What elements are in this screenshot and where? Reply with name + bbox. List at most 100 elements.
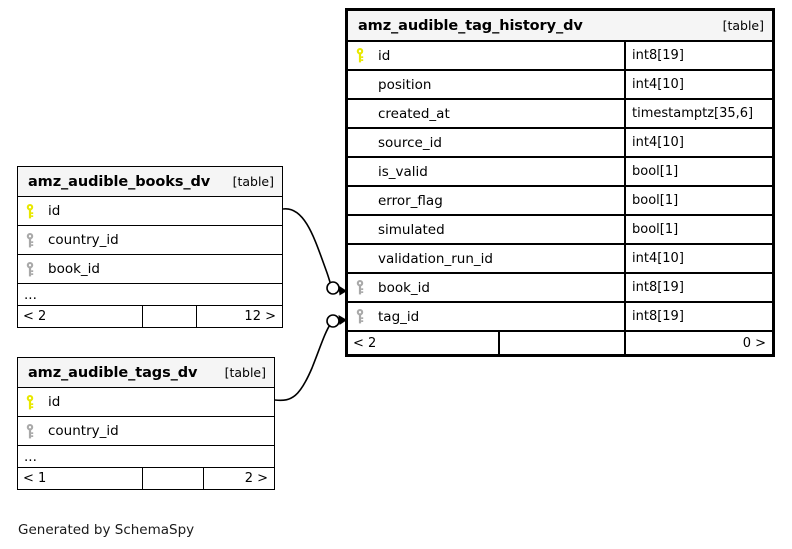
table-columns: id country_id — [18, 388, 274, 446]
foreign-key-icon — [354, 274, 368, 301]
table-footer: < 2 12 > — [18, 306, 282, 327]
column-name: id — [48, 203, 61, 219]
column-name-cell: position — [348, 71, 624, 98]
table-columns: id country_id book_id — [18, 197, 282, 284]
diagram-caption: Generated by SchemaSpy — [18, 522, 195, 538]
column-row[interactable]: created_at timestamptz[35,6] — [348, 100, 772, 129]
table-amz-audible-tags-dv[interactable]: amz_audible_tags_dv [table] id country_id… — [17, 357, 275, 490]
column-name-cell: simulated — [348, 216, 624, 243]
relationship-endpoint-circle — [326, 314, 340, 328]
footer-child-count: 12 > — [244, 309, 276, 324]
column-row[interactable]: id int8[19] — [348, 42, 772, 71]
column-name: book_id — [378, 279, 430, 296]
more-columns-indicator: ... — [18, 446, 274, 468]
column-type: int4[10] — [624, 129, 772, 156]
column-name-cell: is_valid — [348, 158, 624, 185]
column-type: int4[10] — [624, 245, 772, 272]
table-header: amz_audible_tags_dv [table] — [18, 358, 274, 388]
column-name: country_id — [48, 232, 119, 248]
column-type: int4[10] — [624, 71, 772, 98]
no-key-spacer — [354, 71, 368, 98]
primary-key-icon — [24, 197, 38, 225]
no-key-spacer — [354, 245, 368, 272]
column-name: id — [48, 394, 61, 410]
table-header: amz_audible_tag_history_dv [table] — [348, 11, 772, 42]
column-row[interactable]: book_id int8[19] — [348, 274, 772, 303]
table-footer: < 2 0 > — [348, 332, 772, 354]
table-type-tag: [table] — [232, 174, 274, 189]
column-name: is_valid — [378, 163, 428, 180]
column-type: int8[19] — [624, 303, 772, 330]
relationship-books-to-tag-history — [282, 208, 333, 287]
column-name: source_id — [378, 134, 442, 151]
table-title: amz_audible_tag_history_dv — [358, 17, 583, 34]
primary-key-icon — [354, 42, 368, 69]
column-type: bool[1] — [624, 216, 772, 243]
column-name-cell: created_at — [348, 100, 624, 127]
column-name: book_id — [48, 261, 100, 277]
column-name: country_id — [48, 423, 119, 439]
column-name: tag_id — [378, 308, 420, 325]
footer-middle — [498, 332, 626, 354]
column-row[interactable]: id — [18, 197, 282, 226]
table-type-tag: [table] — [224, 365, 266, 380]
footer-child-count: 0 > — [742, 335, 766, 351]
footer-middle — [142, 306, 197, 327]
column-name: created_at — [378, 105, 450, 122]
column-row[interactable]: book_id — [18, 255, 282, 284]
column-row[interactable]: country_id — [18, 417, 274, 446]
no-key-spacer — [354, 187, 368, 214]
table-type-tag: [table] — [722, 18, 764, 33]
column-row[interactable]: source_id int4[10] — [348, 129, 772, 158]
column-row[interactable]: country_id — [18, 226, 282, 255]
footer-parent-count: < 2 — [23, 309, 47, 324]
column-row[interactable]: simulated bool[1] — [348, 216, 772, 245]
relationship-endpoint-circle — [326, 281, 340, 295]
column-name-cell: id — [348, 42, 624, 69]
table-amz-audible-tag-history-dv[interactable]: amz_audible_tag_history_dv [table] id int… — [345, 8, 775, 357]
column-type: timestamptz[35,6] — [624, 100, 772, 127]
table-amz-audible-books-dv[interactable]: amz_audible_books_dv [table] id country_i… — [17, 166, 283, 328]
footer-child-count: 2 > — [244, 471, 268, 486]
column-row[interactable]: position int4[10] — [348, 71, 772, 100]
ellipsis-label: ... — [24, 448, 37, 465]
table-columns: id int8[19] position int4[10] created_at time… — [348, 42, 772, 332]
column-type: int8[19] — [624, 42, 772, 69]
column-row[interactable]: is_valid bool[1] — [348, 158, 772, 187]
column-name: simulated — [378, 221, 445, 238]
column-row[interactable]: tag_id int8[19] — [348, 303, 772, 332]
column-type: bool[1] — [624, 187, 772, 214]
column-type: int8[19] — [624, 274, 772, 301]
column-name: id — [378, 47, 391, 64]
relationship-tags-to-tag-history — [274, 323, 332, 402]
no-key-spacer — [354, 158, 368, 185]
no-key-spacer — [354, 129, 368, 156]
foreign-key-icon — [354, 303, 368, 330]
table-title: amz_audible_tags_dv — [28, 364, 198, 381]
column-name-cell: id — [18, 197, 282, 225]
column-name-cell: book_id — [18, 255, 282, 283]
column-type: bool[1] — [624, 158, 772, 185]
no-key-spacer — [354, 100, 368, 127]
ellipsis-label: ... — [24, 286, 37, 303]
column-row[interactable]: id — [18, 388, 274, 417]
primary-key-icon — [24, 388, 38, 416]
column-name-cell: error_flag — [348, 187, 624, 214]
foreign-key-icon — [24, 255, 38, 283]
column-name-cell: validation_run_id — [348, 245, 624, 272]
foreign-key-icon — [24, 226, 38, 254]
column-name: position — [378, 76, 432, 93]
column-row[interactable]: error_flag bool[1] — [348, 187, 772, 216]
column-name: error_flag — [378, 192, 443, 209]
column-name-cell: book_id — [348, 274, 624, 301]
footer-middle — [142, 468, 204, 489]
table-footer: < 1 2 > — [18, 468, 274, 489]
column-name-cell: id — [18, 388, 274, 416]
column-name-cell: country_id — [18, 417, 274, 445]
foreign-key-icon — [24, 417, 38, 445]
no-key-spacer — [354, 216, 368, 243]
table-title: amz_audible_books_dv — [28, 173, 211, 190]
column-name-cell: source_id — [348, 129, 624, 156]
